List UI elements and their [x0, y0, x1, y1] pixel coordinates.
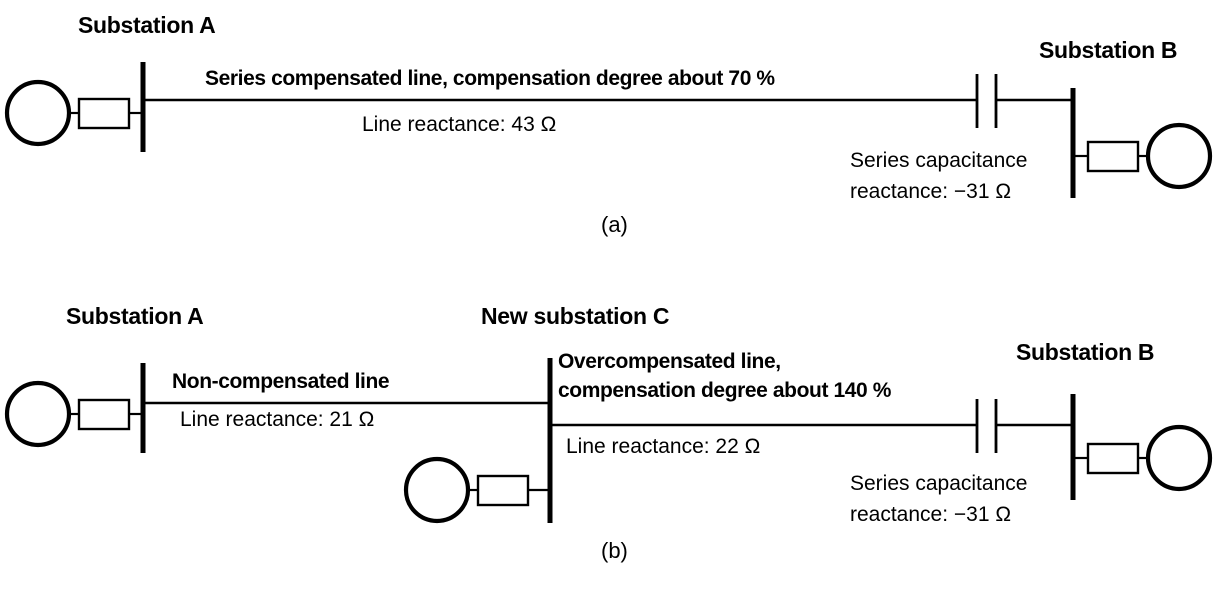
transformer-box-b-left: [77, 398, 131, 431]
label-series-capacitance-l1-panel-b: Series capacitance: [850, 472, 1028, 495]
label-noncomp-line-title-panel-b: Non-compensated line: [172, 370, 390, 393]
label-series-capacitance-l2-panel-b: reactance: −31 Ω: [850, 503, 1012, 526]
label-overcomp-line-title-l1-panel-b: Overcompensated line,: [558, 350, 781, 373]
label-line-title-panel-a: Series compensated line, compensation de…: [205, 67, 775, 90]
label-line-reactance-panel-a: Line reactance: 43 Ω: [362, 113, 557, 136]
label-series-capacitance-l2-panel-a: reactance: −31 Ω: [850, 180, 1012, 203]
figure-caption-b: (b): [601, 538, 628, 563]
generator-circle-b-left: [4, 380, 72, 448]
generator-circle-a-right: [1145, 122, 1213, 190]
label-overcomp-line-title-l2-panel-b: compensation degree about 140 %: [558, 379, 892, 402]
figure-caption-a: (a): [601, 212, 628, 237]
label-substation-b-panel-a: Substation B: [1039, 37, 1178, 63]
label-new-substation-c-panel-b: New substation C: [481, 303, 670, 329]
transformer-box-b-mid: [476, 474, 530, 507]
label-substation-b-panel-b: Substation B: [1016, 339, 1155, 365]
transformer-box-a-left: [77, 97, 131, 130]
label-noncomp-line-reactance-panel-b: Line reactance: 21 Ω: [180, 408, 375, 431]
generator-circle-b-right: [1145, 424, 1213, 492]
label-overcomp-line-reactance-panel-b: Line reactance: 22 Ω: [566, 435, 761, 458]
label-series-capacitance-l1-panel-a: Series capacitance: [850, 149, 1028, 172]
generator-circle-a-left: [4, 79, 72, 147]
transformer-box-b-right: [1086, 442, 1140, 475]
transformer-box-a-right: [1086, 140, 1140, 173]
generator-circle-b-mid: [403, 456, 471, 524]
label-substation-a-panel-b: Substation A: [66, 303, 204, 329]
label-substation-a-panel-a: Substation A: [78, 12, 216, 38]
